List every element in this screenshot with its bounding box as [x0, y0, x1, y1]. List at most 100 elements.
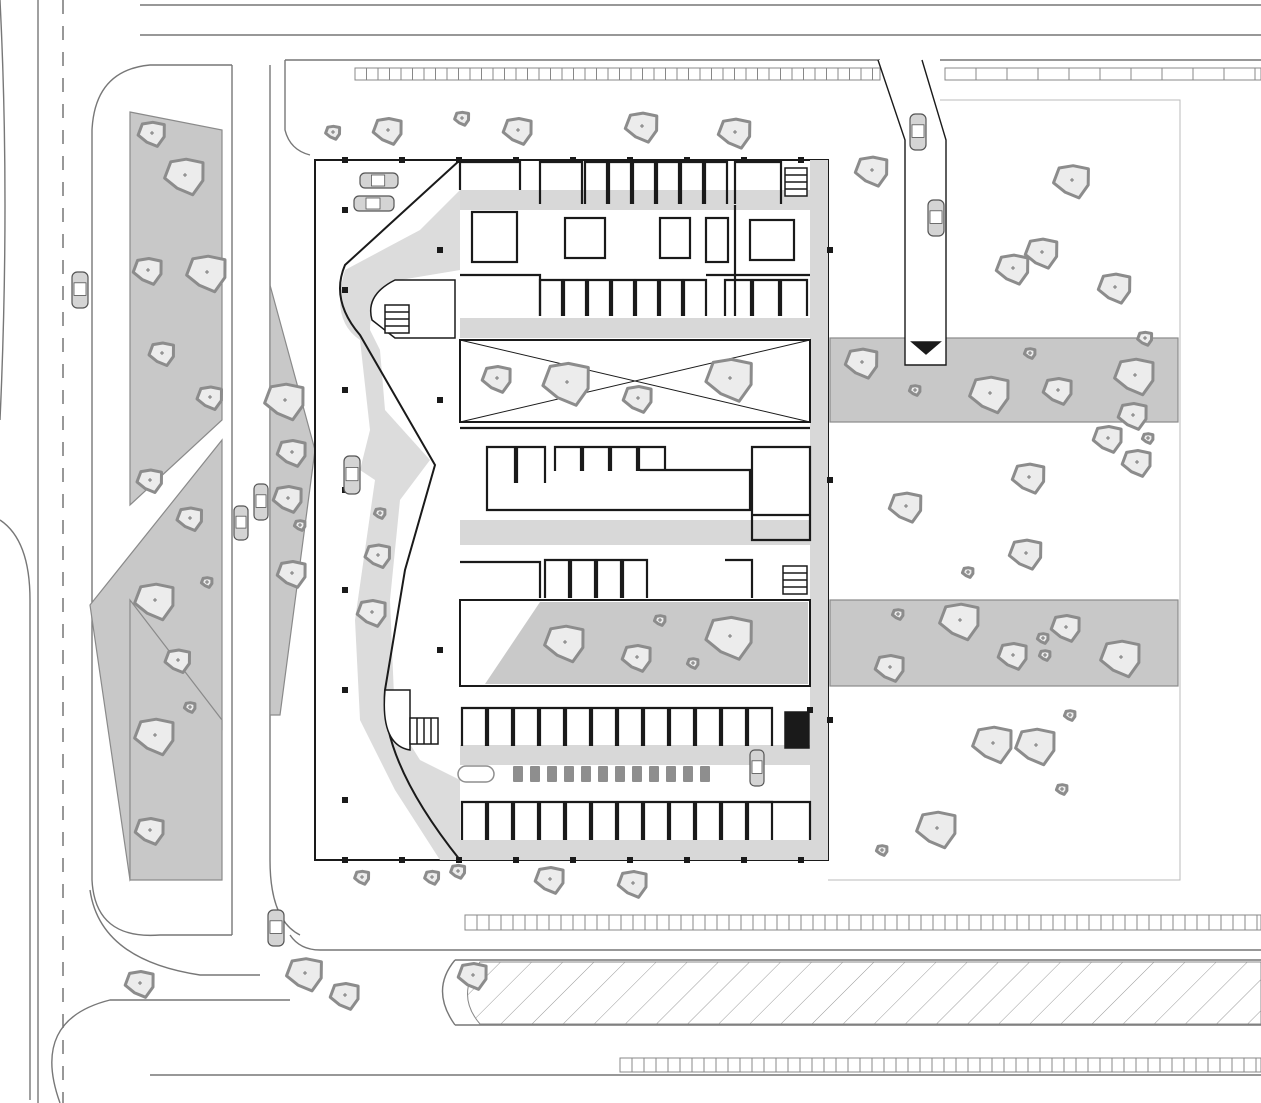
tree-icon — [1099, 639, 1141, 679]
tree-icon — [1091, 425, 1123, 454]
tree-icon — [131, 257, 163, 286]
parking-stall — [700, 766, 710, 782]
tree-icon — [620, 644, 652, 673]
tree-icon — [938, 602, 980, 642]
vehicles — [71, 113, 945, 947]
parking-stall — [564, 766, 574, 782]
access-drive — [877, 59, 947, 366]
car-icon — [353, 195, 395, 212]
column-icon — [684, 157, 690, 163]
tree-icon — [1037, 649, 1052, 662]
column-icon — [456, 857, 462, 863]
tree-icon — [449, 863, 467, 880]
column-icon — [456, 157, 462, 163]
tree-icon — [971, 725, 1013, 765]
column-icon — [437, 397, 443, 403]
tree-icon — [133, 582, 175, 622]
car-icon — [253, 483, 269, 521]
arrow-down-icon — [910, 341, 942, 355]
parking-stall — [649, 766, 659, 782]
tree-icon — [1035, 632, 1050, 645]
tree-icon — [533, 866, 565, 895]
tree-icon — [163, 648, 191, 674]
trees — [123, 110, 1155, 1011]
tree-icon — [853, 155, 889, 188]
column-icon — [342, 387, 348, 393]
tree-icon — [353, 869, 371, 886]
car-icon — [359, 172, 399, 189]
column-icon — [827, 477, 833, 483]
column-icon — [437, 647, 443, 653]
tree-icon — [960, 566, 975, 579]
column-icon — [807, 707, 813, 713]
tree-icon — [1120, 449, 1152, 478]
column-icon — [342, 587, 348, 593]
tree-icon — [1136, 330, 1154, 347]
column-icon — [342, 797, 348, 803]
tree-icon — [147, 341, 175, 367]
tree-icon — [994, 253, 1030, 286]
tree-icon — [1049, 614, 1081, 643]
column-grid — [342, 157, 833, 863]
tree-icon — [1096, 272, 1132, 305]
interior-parking-row — [457, 765, 710, 783]
tree-icon — [371, 117, 403, 146]
tree-icon — [1007, 538, 1043, 571]
tree-icon — [185, 254, 227, 294]
tree-icon — [136, 120, 166, 148]
tree-icon — [163, 157, 205, 197]
parking-stall — [547, 766, 557, 782]
column-icon — [798, 857, 804, 863]
tree-icon — [968, 375, 1010, 415]
car-icon — [233, 505, 249, 541]
car-icon — [909, 113, 927, 151]
parking-stall — [632, 766, 642, 782]
tree-icon — [175, 506, 203, 532]
column-icon — [627, 157, 633, 163]
tree-icon — [199, 576, 214, 589]
tree-icon — [1041, 377, 1073, 406]
tree-icon — [285, 957, 323, 993]
room-partitions — [458, 160, 812, 840]
column-icon — [684, 857, 690, 863]
tree-icon — [1023, 237, 1059, 270]
tree-icon — [123, 970, 155, 999]
tree-icon — [133, 717, 175, 757]
promenade — [340, 190, 460, 860]
column-icon — [741, 157, 747, 163]
stair-icon — [784, 711, 810, 749]
open-courtyard-lower — [459, 599, 811, 687]
tree-icon — [1054, 783, 1069, 796]
tree-icon — [292, 519, 307, 532]
tree-icon — [135, 468, 163, 494]
stair-icon — [784, 167, 808, 197]
column-icon — [399, 157, 405, 163]
column-icon — [798, 157, 804, 163]
tree-icon — [843, 347, 879, 380]
column-icon — [570, 157, 576, 163]
tree-icon — [501, 117, 533, 146]
tree-icon — [996, 642, 1028, 671]
tree-icon — [704, 615, 753, 661]
column-icon — [741, 857, 747, 863]
column-icon — [399, 857, 405, 863]
tree-icon — [907, 384, 922, 397]
tree-icon — [372, 507, 387, 520]
column-icon — [627, 857, 633, 863]
column-icon — [827, 717, 833, 723]
parking-stall — [457, 765, 495, 783]
tree-icon — [275, 439, 307, 468]
tree-icon — [1062, 709, 1077, 722]
tree-icon — [275, 560, 307, 589]
car-icon — [927, 199, 945, 237]
column-icon — [342, 207, 348, 213]
tree-icon — [915, 810, 957, 850]
tree-icon — [1113, 357, 1155, 397]
tree-icon — [456, 962, 488, 991]
tree-icon — [623, 111, 659, 144]
column-icon — [342, 287, 348, 293]
tree-icon — [1010, 462, 1046, 495]
tree-icon — [271, 485, 303, 514]
